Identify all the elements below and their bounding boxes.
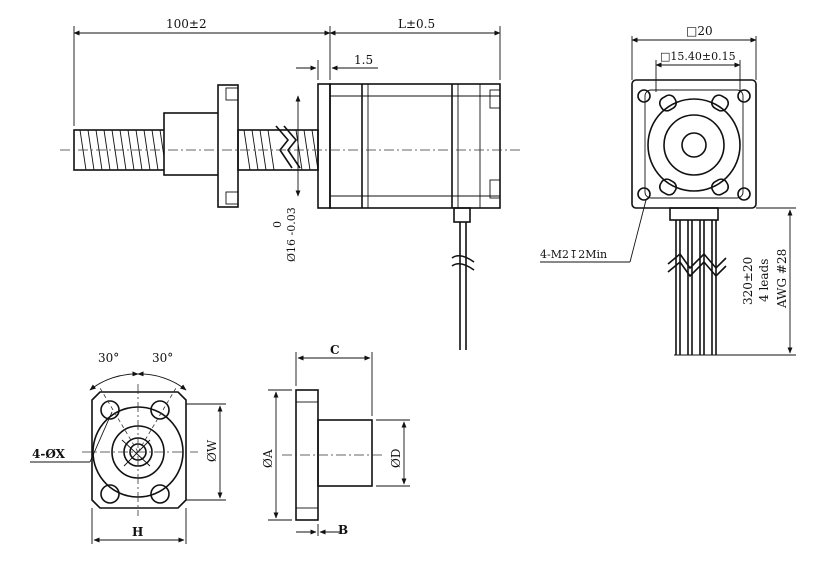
- nut-hole-br: [150, 484, 170, 504]
- shaft-dia-tol-label: 0: [271, 221, 284, 228]
- flange-width-label: ØW: [205, 439, 219, 462]
- angle-right-label: 30°: [152, 351, 173, 365]
- side-view: 100±2 L±0.5 1.5 0 Ø16 -0.03: [60, 17, 520, 350]
- flange-height-label: H: [132, 525, 143, 539]
- flange-thickness-label: B: [338, 523, 348, 537]
- nut-front-view: 30° 30° 4-ØX ØW H: [30, 351, 226, 544]
- nut-hole-tl: [100, 400, 120, 420]
- nut-body: [163, 112, 221, 176]
- lead-count-label: 4 leads: [757, 259, 771, 302]
- front-leads: [667, 207, 727, 356]
- nut-side-view: C ØA ØD B: [261, 343, 410, 537]
- overall-length-label: 100±2: [166, 17, 207, 31]
- lead-gauge-label: AWG #28: [775, 249, 789, 309]
- nut-flange: [217, 84, 239, 208]
- nut-length-label: C: [330, 343, 340, 357]
- nut-hole-tr: [150, 400, 170, 420]
- nut-hole-bl: [100, 484, 120, 504]
- mount-hole-tl: [637, 89, 651, 103]
- mount-hole-br: [737, 187, 751, 201]
- step-label: 1.5: [354, 53, 373, 67]
- motor-body: [317, 83, 501, 209]
- leadscrew-right: [237, 125, 319, 171]
- side-lead-wire: [451, 207, 475, 350]
- front-view: □20 □15.40±0.15: [540, 24, 796, 356]
- angle-left-label: 30°: [98, 351, 119, 365]
- square-size-label: □20: [686, 24, 713, 38]
- shaft-dia-label: Ø16 -0.03: [285, 207, 298, 262]
- nut-dia-label: ØD: [389, 449, 403, 468]
- hole-pattern-label: □15.40±0.15: [660, 50, 736, 63]
- mount-hole-bl: [637, 187, 651, 201]
- motor-length-label: L±0.5: [398, 17, 435, 31]
- mount-hole-tr: [737, 89, 751, 103]
- flange-dia-label: ØA: [261, 449, 275, 468]
- hole-dia-label: 4-ØX: [32, 447, 66, 461]
- mount-holes-label: 4-M2↧2Min: [540, 248, 607, 261]
- lead-length-label: 320±20: [741, 257, 755, 305]
